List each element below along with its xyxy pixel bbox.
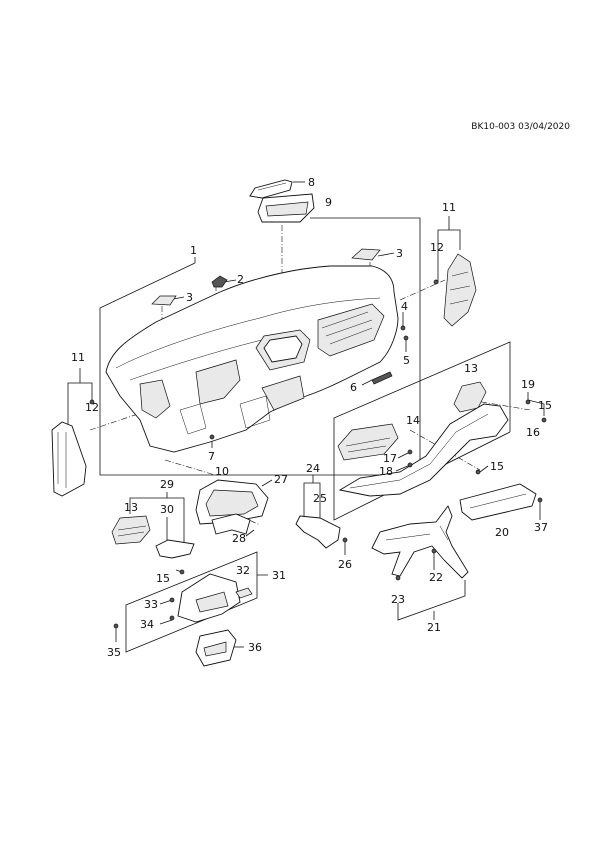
callout-26: 26	[338, 558, 352, 571]
part-28-bracket	[211, 513, 251, 535]
part-24-bracket	[295, 515, 341, 549]
callout-17: 17	[383, 452, 397, 465]
callout-37: 37	[534, 521, 548, 534]
part-15-screw-b	[475, 469, 481, 475]
callout-1: 1	[190, 244, 197, 257]
part-12-clip-left	[89, 399, 95, 405]
part-35-screw	[113, 623, 119, 629]
part-17-screw	[407, 449, 413, 455]
callout-15-lower: 15	[156, 572, 170, 585]
callout-13-upper: 13	[464, 362, 478, 375]
part-1-instrument-panel	[105, 265, 399, 453]
part-34-screw	[169, 615, 175, 621]
part-11-end-cap-left	[51, 421, 87, 497]
callout-18: 18	[379, 465, 393, 478]
callout-11-left: 11	[71, 351, 85, 364]
part-15-screw-c	[179, 569, 185, 575]
callout-29: 29	[160, 478, 174, 491]
part-13-vent-upper	[453, 381, 487, 413]
part-32-latch	[235, 587, 253, 599]
part-31-glovebox	[177, 573, 241, 623]
part-3-grille-right	[351, 248, 381, 261]
part-5-screw	[403, 335, 409, 341]
callout-2: 2	[237, 273, 244, 286]
part-20-lower-panel	[459, 483, 537, 521]
callout-labels: 8 9 1 2 3 3 4 5 6 7 11 12 11 12 13 14 15…	[71, 176, 552, 659]
group-frame-1	[99, 217, 421, 476]
part-10-cluster-housing	[195, 479, 269, 525]
part-15-screw-a	[541, 417, 547, 423]
callout-9: 9	[325, 196, 332, 209]
part-7-screw	[209, 434, 215, 440]
callout-4: 4	[401, 300, 408, 313]
part-36-storage-bin	[195, 629, 237, 667]
callout-32: 32	[236, 564, 250, 577]
part-33-screw	[169, 597, 175, 603]
part-23-clip	[395, 575, 401, 581]
callout-5: 5	[403, 354, 410, 367]
part-14-center-vent	[337, 423, 399, 461]
document-reference: BK10-003 03/04/2020	[471, 122, 570, 132]
part-6-bracket	[371, 371, 393, 385]
callout-36: 36	[248, 641, 262, 654]
part-4-screw	[400, 325, 406, 331]
callout-3-left: 3	[186, 291, 193, 304]
part-37-screw	[537, 497, 543, 503]
part-8-cluster-cover	[249, 179, 293, 199]
part-21-console-trim	[371, 505, 469, 579]
callout-27: 27	[274, 473, 288, 486]
callout-3-right: 3	[396, 247, 403, 260]
callout-31: 31	[272, 569, 286, 582]
callout-leaders	[67, 181, 545, 648]
part-30-trim-bezel	[155, 539, 195, 559]
callout-14: 14	[406, 414, 420, 427]
callout-16: 16	[526, 426, 540, 439]
callout-15-right: 15	[538, 399, 552, 412]
callout-22: 22	[429, 571, 443, 584]
callout-7: 7	[208, 450, 215, 463]
part-22-clip	[431, 548, 437, 554]
callout-23: 23	[391, 593, 405, 606]
callout-30: 30	[160, 503, 174, 516]
part-19-screw	[525, 399, 531, 405]
callout-10: 10	[215, 465, 229, 478]
part-3-grille-left	[151, 295, 177, 306]
callout-15-mid: 15	[490, 460, 504, 473]
callout-6: 6	[350, 381, 357, 394]
part-12-clip-right	[433, 279, 439, 285]
callout-21: 21	[427, 621, 441, 634]
part-18-screw	[407, 462, 413, 468]
group-frame-31	[125, 551, 268, 653]
callout-24: 24	[306, 462, 320, 475]
callout-19: 19	[521, 378, 535, 391]
part-2-clip	[211, 275, 228, 288]
callout-35: 35	[107, 646, 121, 659]
callout-28: 28	[232, 532, 246, 545]
callout-25: 25	[313, 492, 327, 505]
callout-12-right: 12	[430, 241, 444, 254]
callout-20: 20	[495, 526, 509, 539]
callout-8: 8	[308, 176, 315, 189]
callout-34: 34	[140, 618, 154, 631]
callout-33: 33	[144, 598, 158, 611]
part-9-cluster-lens	[257, 193, 315, 223]
part-26-screw	[342, 537, 348, 543]
callout-11-right: 11	[442, 201, 456, 214]
callout-12-left: 12	[85, 401, 99, 414]
part-11-end-cap-right	[443, 253, 477, 327]
callout-13-lower: 13	[124, 501, 138, 514]
part-13-vent-lower	[111, 515, 151, 545]
